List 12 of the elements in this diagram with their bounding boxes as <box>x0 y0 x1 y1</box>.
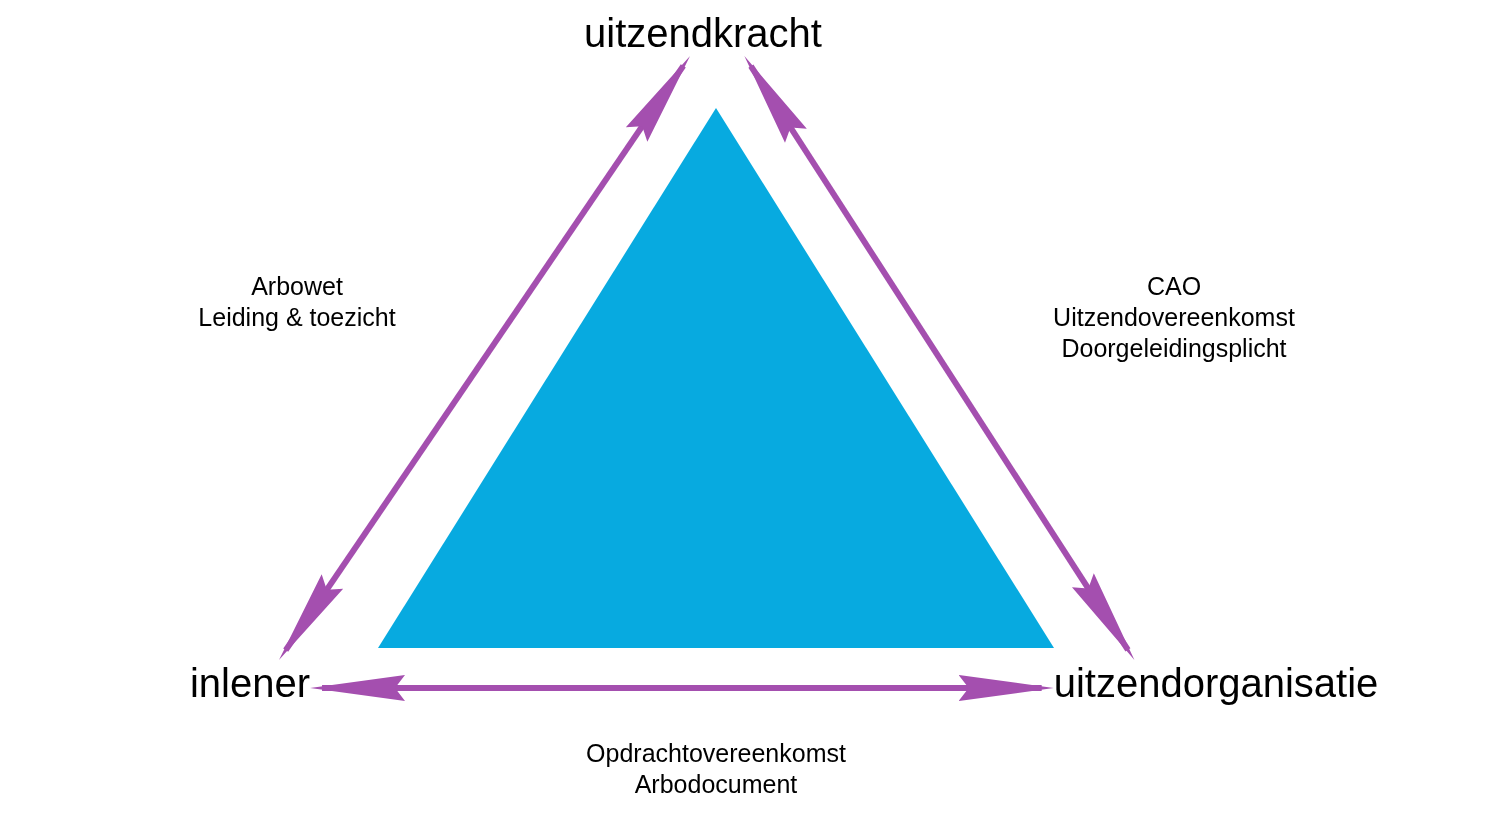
party-label: uitzendkracht <box>584 10 822 56</box>
relation-text: CAO <box>1146 271 1202 301</box>
relation-text: Opdrachtovereenkomst <box>586 738 846 768</box>
double-arrow <box>744 56 1135 660</box>
party-label: uitzendorganisatie <box>1053 660 1379 706</box>
relation-text: Doorgeleidingsplicht <box>1061 333 1287 363</box>
party-label: inlener <box>189 660 311 706</box>
relation-text: Uitzendovereenkomst <box>1053 302 1295 332</box>
relation-text: Leiding & toezicht <box>198 302 396 332</box>
relation-text: Arbowet <box>251 271 343 301</box>
relation-text: Arbodocument <box>634 769 798 799</box>
double-arrow <box>278 56 691 660</box>
